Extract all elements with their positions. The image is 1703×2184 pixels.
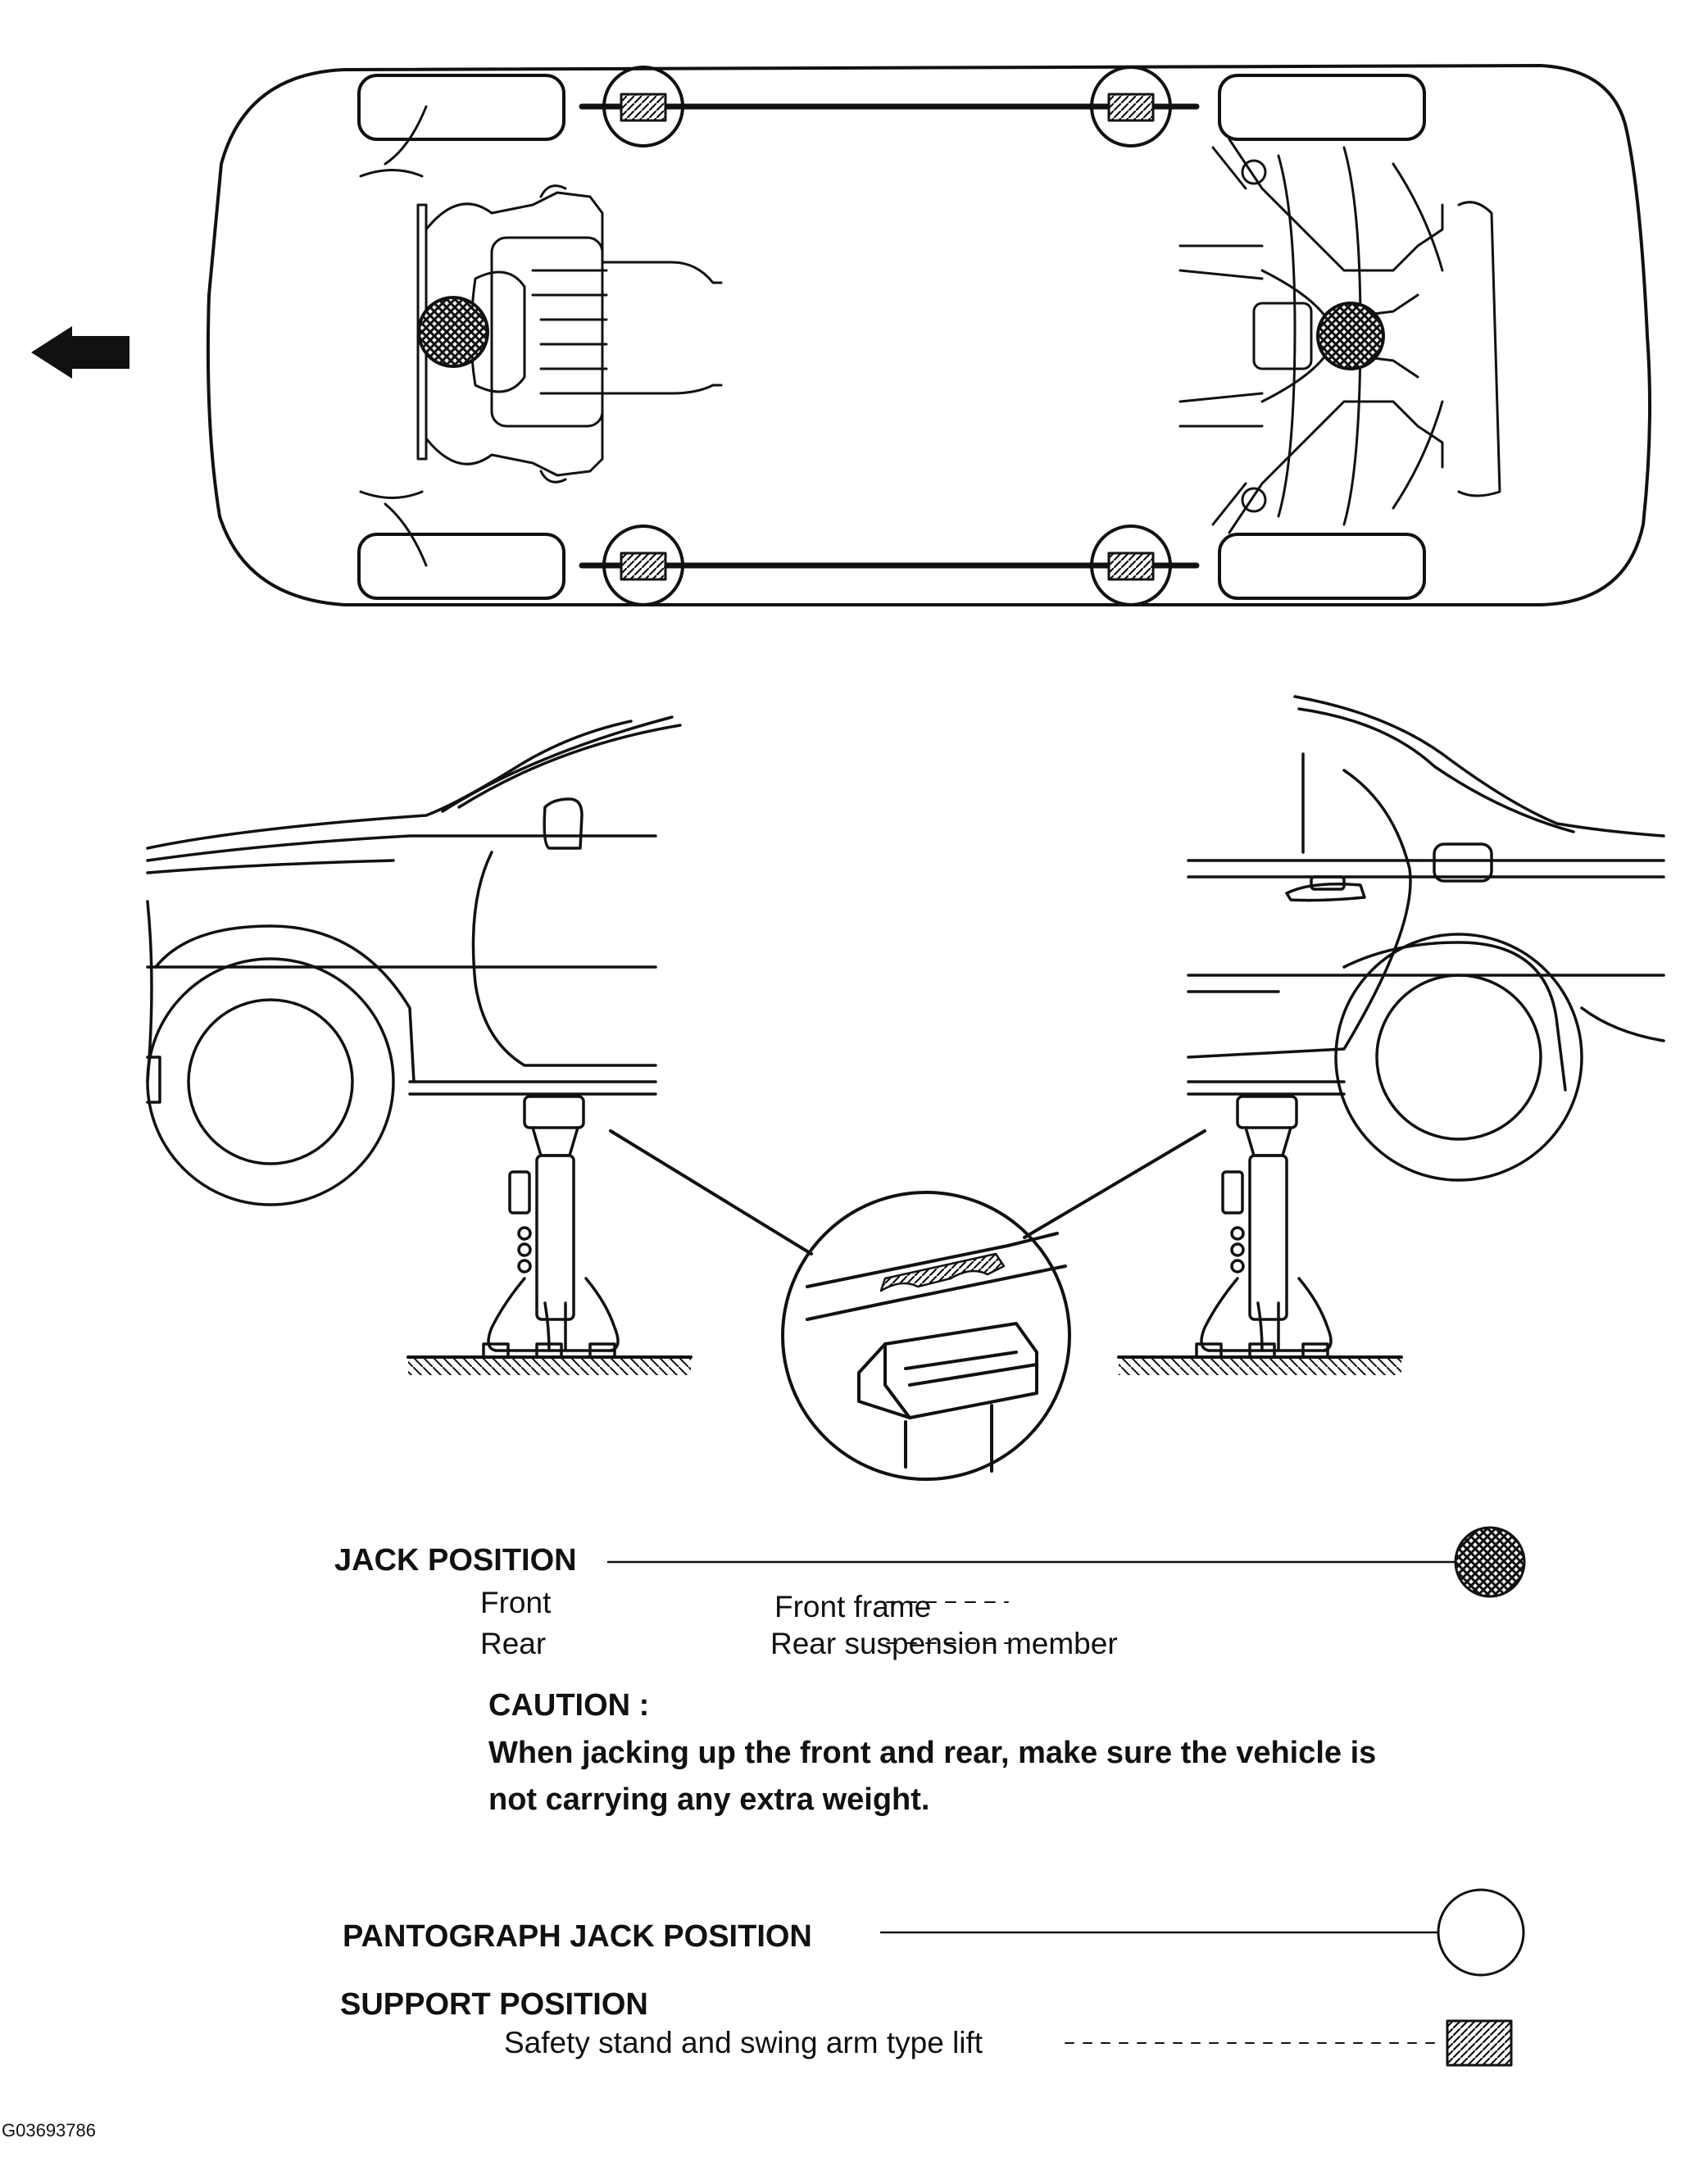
car-side-view-front bbox=[146, 715, 682, 1206]
car-top-view bbox=[206, 64, 1652, 606]
jack-position-rear-label: Rear bbox=[480, 1627, 547, 1660]
pantograph-jack-position-title: PANTOGRAPH JACK POSITION bbox=[343, 1919, 812, 1954]
front-direction-arrow-icon bbox=[31, 326, 129, 379]
jack-position-front-label: Front bbox=[480, 1586, 552, 1619]
safety-stand-rear bbox=[1195, 1095, 1333, 1359]
support-position-title: SUPPORT POSITION bbox=[340, 1987, 648, 2022]
caution-line-2: not carrying any extra weight. bbox=[488, 1782, 930, 1817]
jack-point-crosshatch-icon bbox=[1454, 1526, 1526, 1598]
support-hatch-icon bbox=[1446, 2019, 1513, 2067]
support-detail-callout bbox=[609, 1129, 1206, 1481]
jack-position-title: JACK POSITION bbox=[334, 1543, 577, 1578]
caution-title: CAUTION : bbox=[488, 1688, 650, 1723]
figure-id: G03693786 bbox=[2, 2120, 96, 2141]
support-position-item: Safety stand and swing arm type lift bbox=[504, 2026, 983, 2059]
caution-line-1: When jacking up the front and rear, make… bbox=[488, 1736, 1377, 1770]
pantograph-circle-icon bbox=[1437, 1888, 1525, 1977]
jack-position-rear-value: Rear suspension member bbox=[770, 1627, 1118, 1660]
car-side-view-rear bbox=[1187, 695, 1665, 1182]
jack-position-front-value: Front frame bbox=[774, 1590, 932, 1623]
safety-stand-front bbox=[482, 1095, 620, 1359]
